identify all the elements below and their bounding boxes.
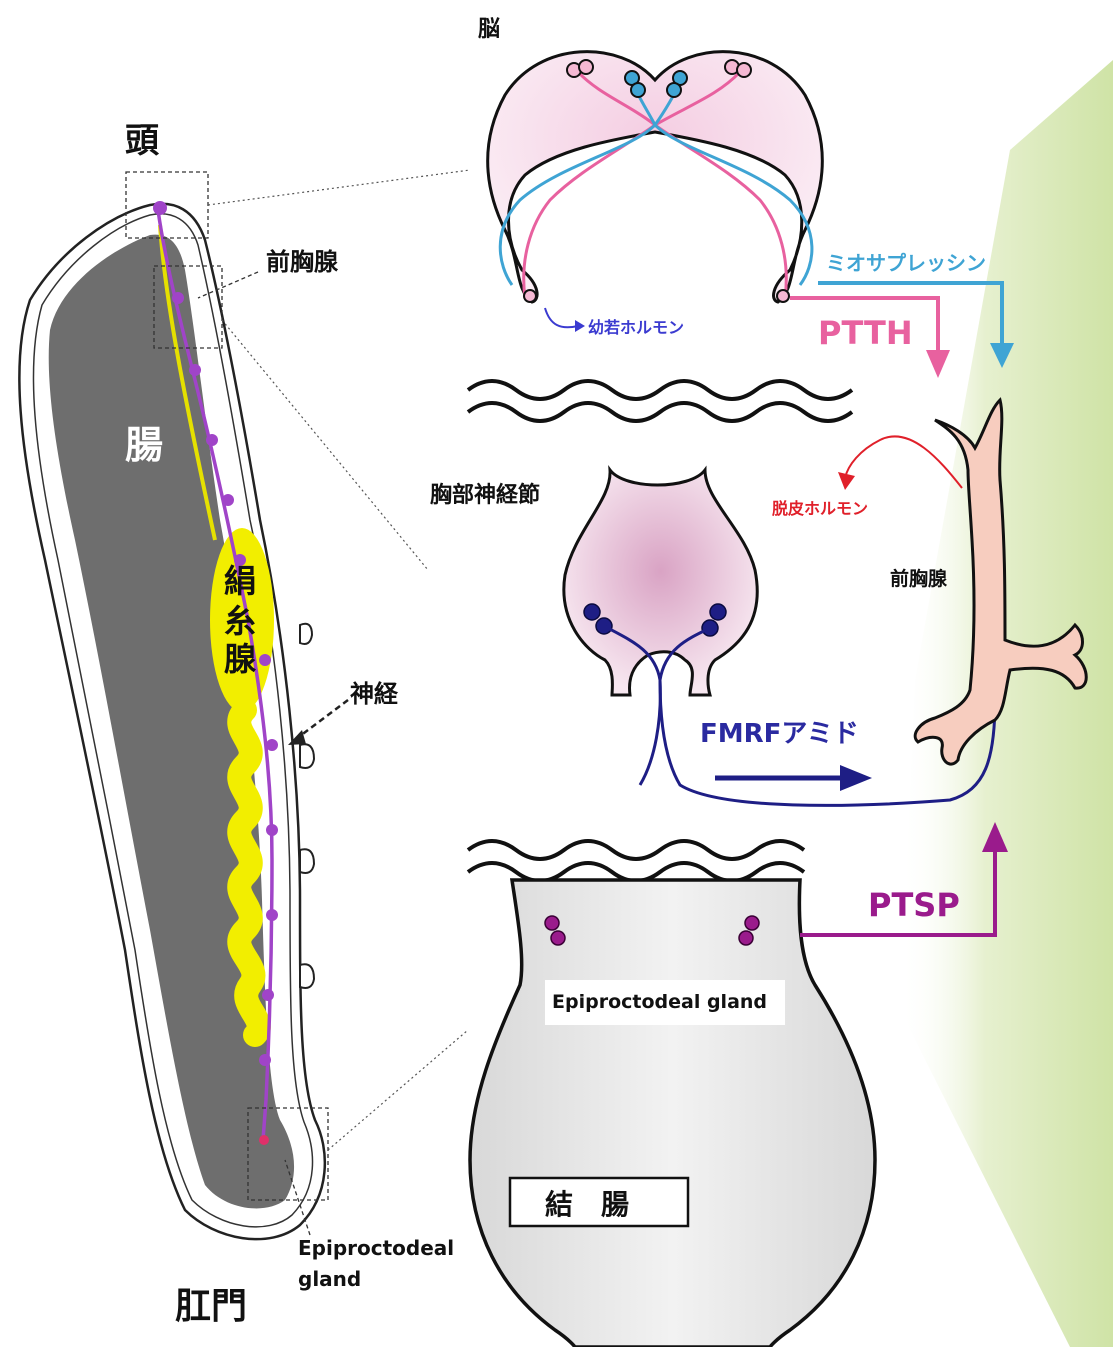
label-epiproctodeal-left-1: Epiproctodeal	[298, 1236, 454, 1260]
corpus-allatum-right	[777, 290, 789, 302]
label-colon: 結 腸	[545, 1188, 629, 1221]
silk-gland-coil	[239, 710, 259, 1035]
label-myosuppressin: ミオサプレッシン	[826, 251, 986, 275]
juvenile-hormone-arrowhead	[575, 320, 585, 332]
label-prothoracic-gland-left: 前胸腺	[266, 248, 339, 276]
brain-diagram	[488, 52, 823, 332]
label-fmrfamide: FMRFアミド	[700, 719, 859, 749]
label-ptsp: PTSP	[868, 886, 960, 924]
cut-line-upper-1	[468, 381, 852, 399]
molting-hormone-arrowhead	[838, 472, 855, 490]
label-prothoracic-gland-right: 前胸腺	[890, 567, 948, 590]
label-brain: 脳	[478, 17, 500, 42]
label-epiproctodeal-right: Epiproctodeal gland	[552, 991, 767, 1013]
label-silk-gland-1: 絹	[224, 562, 256, 600]
label-anus: 肛門	[175, 1286, 247, 1327]
label-molting-hormone: 脱皮ホルモン	[772, 499, 868, 518]
connector-colon	[328, 1030, 468, 1150]
fmrfamide-arrowhead	[840, 765, 872, 791]
connector-brain	[208, 170, 470, 205]
larva-illustration	[19, 170, 470, 1239]
label-silk-gland-2: 糸	[224, 602, 256, 640]
corpus-allatum-left	[524, 290, 536, 302]
label-silk-gland-3: 腺	[224, 640, 257, 678]
label-gut: 腸	[125, 423, 163, 467]
cut-line-upper-2	[468, 403, 852, 421]
brain-outline	[488, 52, 823, 302]
prolegs	[300, 624, 314, 988]
molting-hormone-arrow	[845, 436, 962, 488]
label-juvenile-hormone: 幼若ホルモン	[588, 318, 684, 337]
label-nerve: 神経	[350, 680, 399, 708]
label-thoracic-ganglion: 胸部神経節	[430, 482, 540, 508]
cut-line-lower	[468, 841, 804, 859]
label-epiproctodeal-left-2: gland	[298, 1267, 361, 1291]
label-head: 頭	[125, 121, 160, 161]
ganglion-outline	[564, 470, 757, 695]
ptth-arrowhead	[926, 350, 950, 378]
epiproctodeal-gland-dot	[259, 1135, 269, 1145]
label-ptth: PTTH	[818, 314, 913, 352]
juvenile-hormone-arrow	[545, 308, 578, 327]
colon-shape	[470, 880, 875, 1347]
